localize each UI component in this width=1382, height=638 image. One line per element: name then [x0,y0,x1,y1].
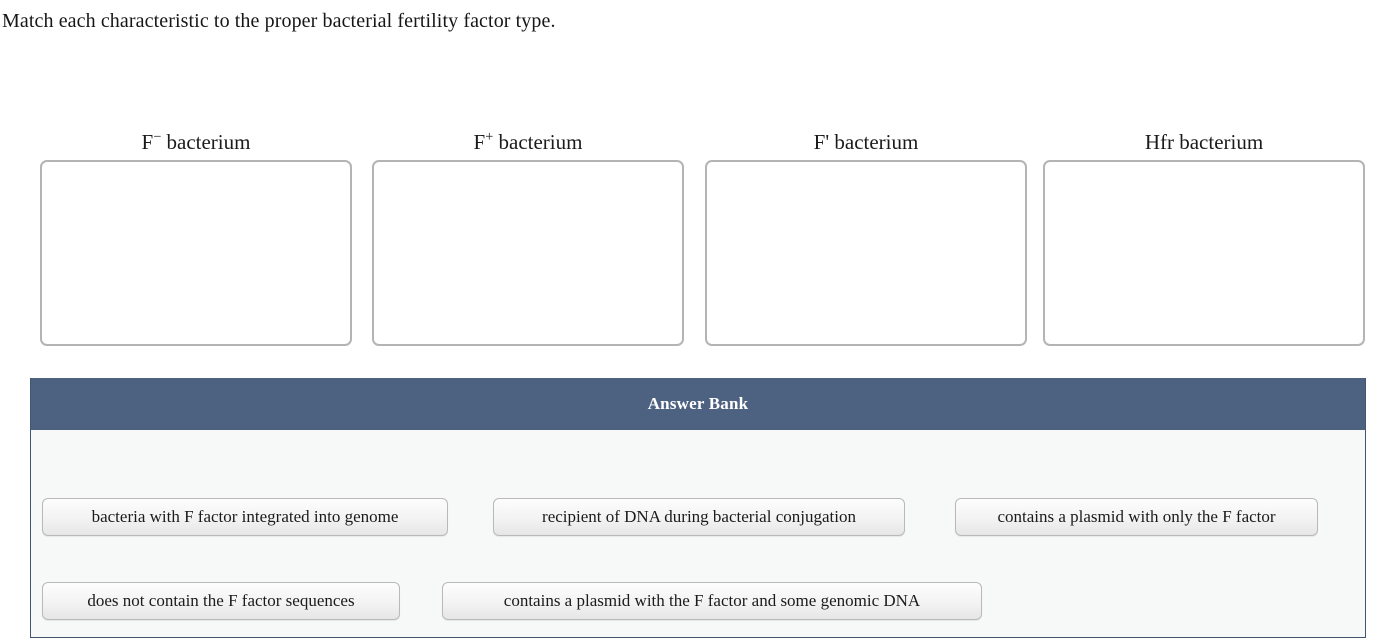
drop-zone-label-f-prime: F' bacterium [705,128,1027,158]
drop-target-f-minus[interactable] [40,160,352,346]
drop-zone-f-prime: F' bacterium [705,128,1027,346]
zone-label-main: F' [813,130,830,154]
answer-bank-body: bacteria with F factor integrated into g… [31,430,1365,638]
drop-target-f-prime[interactable] [705,160,1027,346]
answer-tile[interactable]: contains a plasmid with only the F facto… [955,498,1318,536]
zone-label-tail: bacterium [493,130,583,154]
drop-zone-f-minus: F− bacterium [40,128,352,346]
answer-tile[interactable]: does not contain the F factor sequences [42,582,400,620]
drop-zone-label-f-plus: F+ bacterium [372,128,684,158]
zone-label-superscript: + [485,129,494,145]
zone-label-tail: bacterium [1173,130,1264,154]
answer-tile[interactable]: recipient of DNA during bacterial conjug… [493,498,905,536]
drop-zone-label-hfr: Hfr bacterium [1043,128,1365,158]
drop-zone-label-f-minus: F− bacterium [40,128,352,158]
zone-label-main: Hfr [1144,130,1174,154]
zone-label-superscript: − [153,129,162,145]
drop-zone-row: F− bacterium F+ bacterium F' bacterium H… [40,128,1365,350]
zone-label-tail: bacterium [829,130,919,154]
drop-zone-hfr: Hfr bacterium [1043,128,1365,346]
zone-label-tail: bacterium [161,130,251,154]
zone-label-main: F [473,130,486,154]
drop-target-hfr[interactable] [1043,160,1365,346]
answer-tile[interactable]: contains a plasmid with the F factor and… [442,582,982,620]
question-prompt: Match each characteristic to the proper … [2,10,556,32]
answer-bank-panel: Answer Bank bacteria with F factor integ… [30,378,1366,638]
drop-zone-f-plus: F+ bacterium [372,128,684,346]
answer-tile[interactable]: bacteria with F factor integrated into g… [42,498,448,536]
zone-label-main: F [141,130,154,154]
answer-bank-header: Answer Bank [31,378,1365,430]
drop-target-f-plus[interactable] [372,160,684,346]
